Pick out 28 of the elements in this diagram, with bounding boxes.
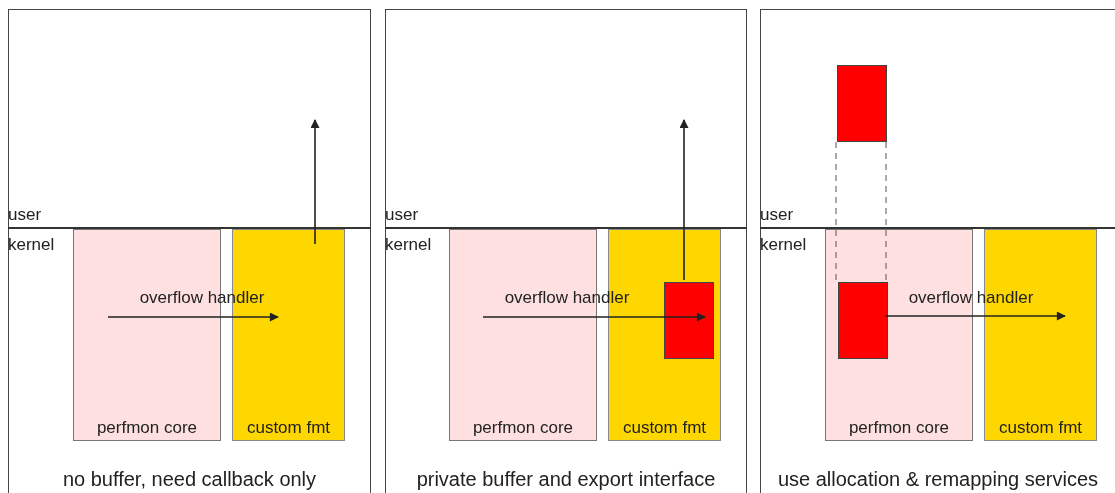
buffer-block	[664, 282, 714, 359]
dashed-connector	[835, 140, 887, 281]
panel-frame	[8, 9, 371, 493]
arrow	[107, 312, 279, 322]
module-label: perfmon core	[95, 418, 199, 438]
module-label: custom fmt	[621, 418, 708, 438]
space-label: kernel	[8, 235, 55, 255]
panel-caption: no buffer, need callback only	[61, 468, 318, 491]
module-label: custom fmt	[245, 418, 332, 438]
arrow	[884, 311, 1066, 321]
panel-frame	[760, 9, 1115, 493]
module-label: custom fmt	[997, 418, 1084, 438]
panel-frame	[385, 9, 747, 493]
space-label: user	[760, 205, 794, 225]
space-label: user	[8, 205, 42, 225]
module-label: perfmon core	[847, 418, 951, 438]
space-label: user	[385, 205, 419, 225]
arrow	[310, 119, 320, 245]
module-box	[825, 229, 973, 441]
panel-caption: use allocation & remapping services	[776, 468, 1100, 491]
arrow	[679, 119, 689, 281]
arrow	[482, 312, 706, 322]
panel-caption: private buffer and export interface	[415, 468, 717, 491]
buffer-block	[838, 282, 888, 359]
space-label: kernel	[760, 235, 807, 255]
module-label: perfmon core	[471, 418, 575, 438]
buffer-block	[837, 65, 887, 142]
space-label: kernel	[385, 235, 432, 255]
